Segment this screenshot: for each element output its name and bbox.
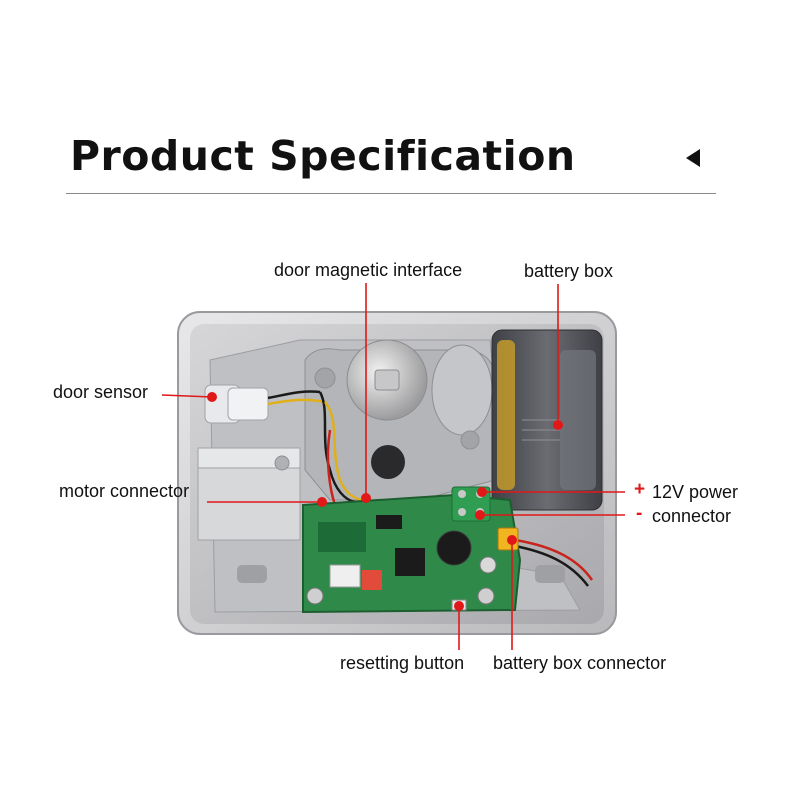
label-battery-box-connector: battery box connector [493,653,667,673]
callout-dot-reset [454,601,464,611]
label-door-magnetic-interface: door magnetic interface [274,260,463,280]
buzzer [436,530,472,566]
page-title: Product Specification [70,132,576,180]
label-connector: connector [652,506,732,526]
mount-slot-2 [535,565,565,583]
callout-line-door-sensor [161,394,213,398]
label-12v-power: 12V power [652,482,739,502]
callout-dot-plus [477,487,487,497]
mount-slot-1 [237,565,267,583]
label-resetting-button: resetting button [340,653,465,673]
callout-dot-door-magnetic [361,493,371,503]
plus-sign: + [634,479,646,500]
callout-dot-battery-box [553,420,563,430]
title-divider [66,193,716,194]
label-motor-connector: motor connector [59,481,190,501]
gear-large [431,344,493,436]
callout-dot-minus [475,510,485,520]
label-door-sensor: door sensor [53,382,149,402]
minus-sign: - [636,503,643,524]
back-arrow-icon[interactable] [686,149,700,167]
callout-dot-door-sensor [207,392,217,402]
shaft-hole [371,445,405,479]
label-battery-box: battery box [524,261,614,281]
callout-dot-battery-connector [507,535,517,545]
callout-dot-motor-connector [317,497,327,507]
